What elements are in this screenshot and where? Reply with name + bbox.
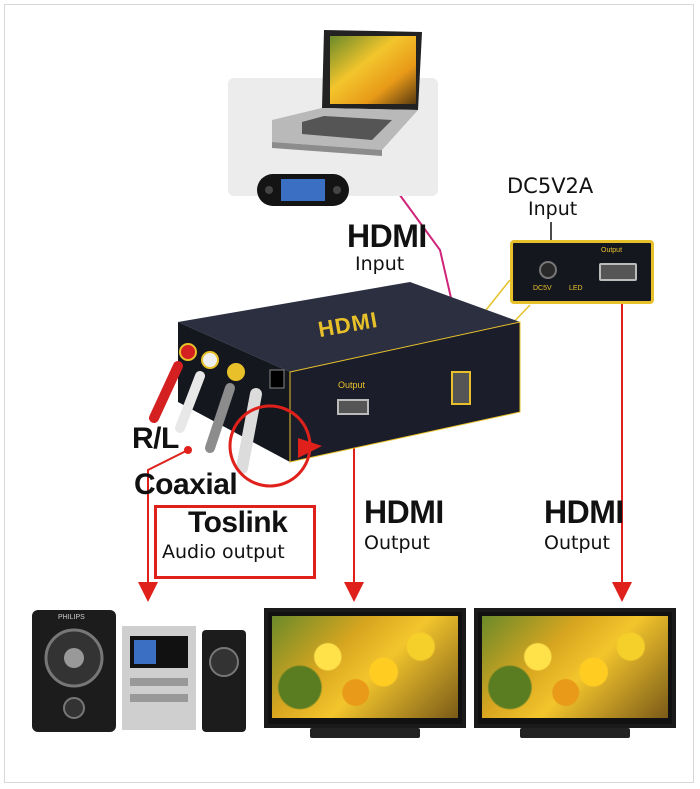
audio-output-line xyxy=(138,449,189,602)
stereo-system-icon xyxy=(32,610,246,732)
toslink-audio-output-box xyxy=(154,505,316,579)
audio-cables xyxy=(149,361,262,474)
laptop-icon xyxy=(272,30,422,156)
inset-led-label: LED xyxy=(569,285,583,292)
tv-left-screen xyxy=(272,616,458,718)
device-port-output: Output xyxy=(338,380,366,390)
hdmi-output1-title: HDMI xyxy=(364,494,444,530)
hdmi-output2-title: HDMI xyxy=(544,494,624,530)
dc-input-title: DC5V2A xyxy=(507,174,594,198)
inset-output-label: Output xyxy=(601,247,623,254)
converter-device xyxy=(178,282,521,463)
tv-right-screen xyxy=(482,616,668,718)
hdmi-input-subtitle: Input xyxy=(355,253,405,275)
toslink-label: Toslink xyxy=(188,506,288,539)
dc-jack-icon xyxy=(539,261,557,279)
tv-right xyxy=(474,608,676,728)
tv-right-stand xyxy=(520,728,630,738)
hdmi-output2-subtitle: Output xyxy=(544,532,610,554)
hdmi-output1-subtitle: Output xyxy=(364,532,430,554)
rear-panel-inset: Output DC5V LED xyxy=(510,240,654,304)
inset-hdmi-port xyxy=(599,263,637,281)
psp-icon xyxy=(257,174,349,206)
tv-left xyxy=(264,608,466,728)
coaxial-label: Coaxial xyxy=(134,468,238,501)
speaker-brand: PHILIPS xyxy=(58,614,85,621)
rl-label: R/L xyxy=(132,422,179,455)
inset-dc-label: DC5V xyxy=(533,285,552,292)
dc-input-subtitle: Input xyxy=(528,198,578,220)
tv-left-stand xyxy=(310,728,420,738)
toslink-highlight-circle xyxy=(228,404,322,488)
audio-output-label: Audio output xyxy=(162,541,285,563)
hdmi-input-title: HDMI xyxy=(347,218,427,254)
